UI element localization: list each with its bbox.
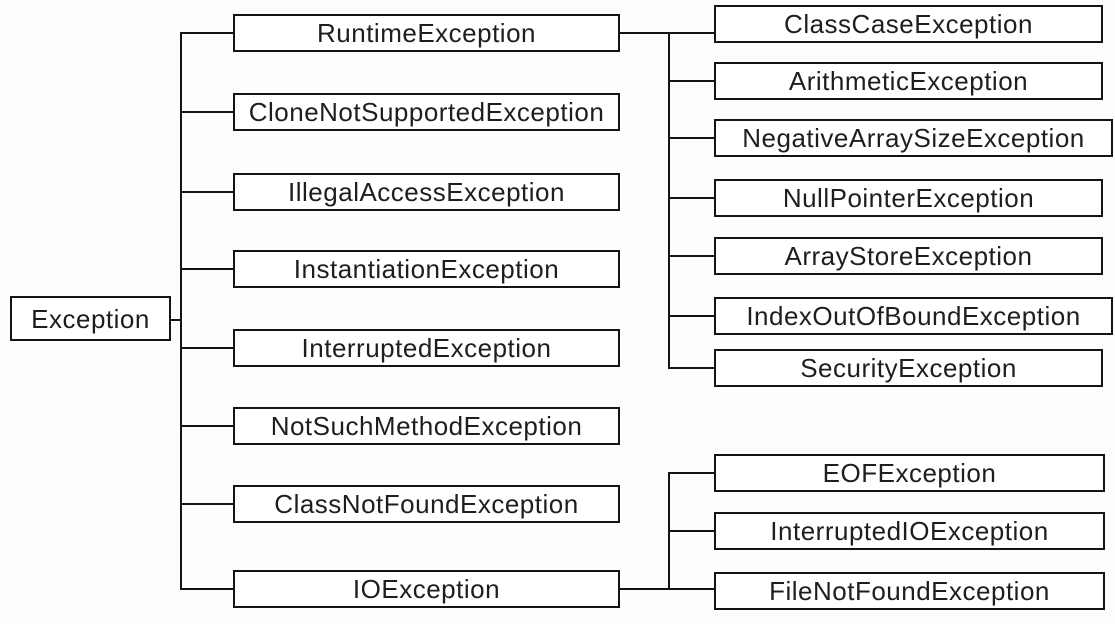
node-illegal-access-exception: IllegalAccessException [233,173,620,211]
node-null-pointer-exception: NullPointerException [714,179,1103,217]
node-arithmetic-exception: ArithmeticException [714,62,1103,100]
node-instantiation-exception: InstantiationException [233,250,620,288]
node-runtime-exception: RuntimeException [233,14,620,52]
node-array-store-exception: ArrayStoreException [714,237,1103,275]
node-index-out-of-bound-exception: IndexOutOfBoundException [714,297,1113,335]
node-negative-array-size-exception: NegativeArraySizeException [714,119,1113,157]
node-interrupted-io-exception: InterruptedIOException [714,512,1105,550]
node-class-not-found-exception: ClassNotFoundException [233,485,620,523]
node-class-case-exception: ClassCaseException [714,5,1103,43]
node-interrupted-exception: InterruptedException [233,329,620,367]
node-clone-not-supported-exception: CloneNotSupportedException [233,93,620,131]
node-security-exception: SecurityException [714,349,1103,387]
node-io-exception: IOException [233,570,620,608]
node-file-not-found-exception: FileNotFoundException [714,572,1105,610]
node-eof-exception: EOFException [714,454,1105,492]
node-exception: Exception [10,296,171,341]
node-not-such-method-exception: NotSuchMethodException [233,407,620,445]
